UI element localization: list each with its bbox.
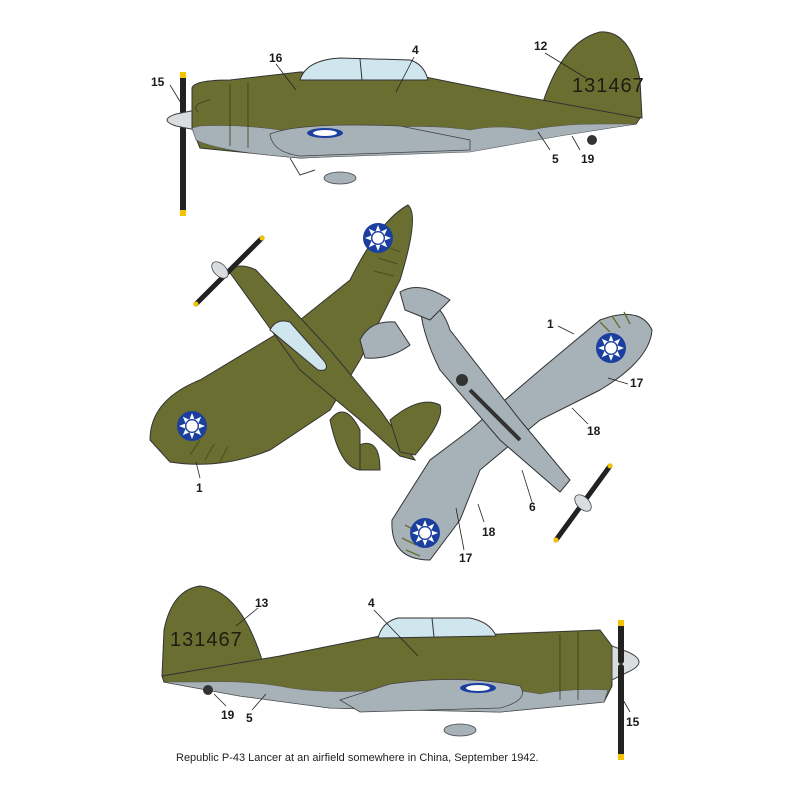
lower-tail-wheel (456, 374, 468, 386)
roundel-lower-right (596, 333, 626, 363)
callout-19-bottom: 19 (221, 708, 235, 722)
serial-bottom: 131467 (170, 629, 243, 651)
bottom-tail-wheel (203, 685, 213, 695)
side-profile-right-facing (161, 585, 640, 760)
callout-15-bottom: 15 (626, 715, 640, 729)
upper-plan-view (149, 204, 442, 471)
serial-top: 131467 (572, 75, 645, 97)
callout-1-upper: 1 (196, 481, 203, 495)
spinner (166, 109, 197, 131)
callout-15: 15 (151, 75, 165, 89)
bottom-canopy (377, 617, 497, 639)
propeller-blade-bottom (180, 124, 186, 216)
callout-18-left: 18 (482, 525, 496, 539)
bottom-propeller-top (618, 620, 624, 664)
roundel-upper-right (363, 223, 393, 253)
callout-18-right: 18 (587, 424, 601, 438)
bottom-spinner (611, 645, 640, 681)
leader-lines-lower (455, 325, 629, 551)
callout-5: 5 (552, 152, 559, 166)
callout-4-bottom: 4 (368, 596, 375, 610)
lower-tailplane (359, 287, 451, 359)
propeller-blade-top (180, 72, 186, 124)
callout-19: 19 (581, 152, 595, 166)
tail-fin (539, 31, 643, 119)
side-profile-left-facing (166, 31, 643, 216)
bottom-drop-tank (443, 723, 477, 737)
callout-12: 12 (534, 39, 548, 53)
callout-17-right: 17 (630, 376, 644, 390)
upper-canopy (269, 320, 327, 371)
tail-wheel (587, 135, 597, 145)
bottom-tail-fin (161, 585, 263, 677)
canopy-side (299, 57, 429, 81)
callout-5-bottom: 5 (246, 711, 253, 725)
upper-propeller (193, 235, 265, 307)
callout-17-left: 17 (459, 551, 473, 565)
callout-1-lower: 1 (547, 317, 554, 331)
leader-lines-top (169, 52, 587, 151)
callout-6: 6 (529, 500, 536, 514)
callout-4: 4 (412, 43, 419, 57)
figure-caption: Republic P-43 Lancer at an airfield some… (176, 752, 539, 764)
roundel-lower-left (410, 518, 440, 548)
roundel-upper-left (177, 411, 207, 441)
lower-wing (391, 313, 653, 561)
leader-upper-1 (195, 461, 201, 479)
callout-16: 16 (269, 51, 283, 65)
bottom-propeller-bottom (618, 664, 624, 760)
leader-lines-bottom (213, 607, 631, 713)
lower-plan-view (359, 287, 653, 561)
callout-13: 13 (255, 596, 269, 610)
drop-tank (323, 171, 357, 185)
